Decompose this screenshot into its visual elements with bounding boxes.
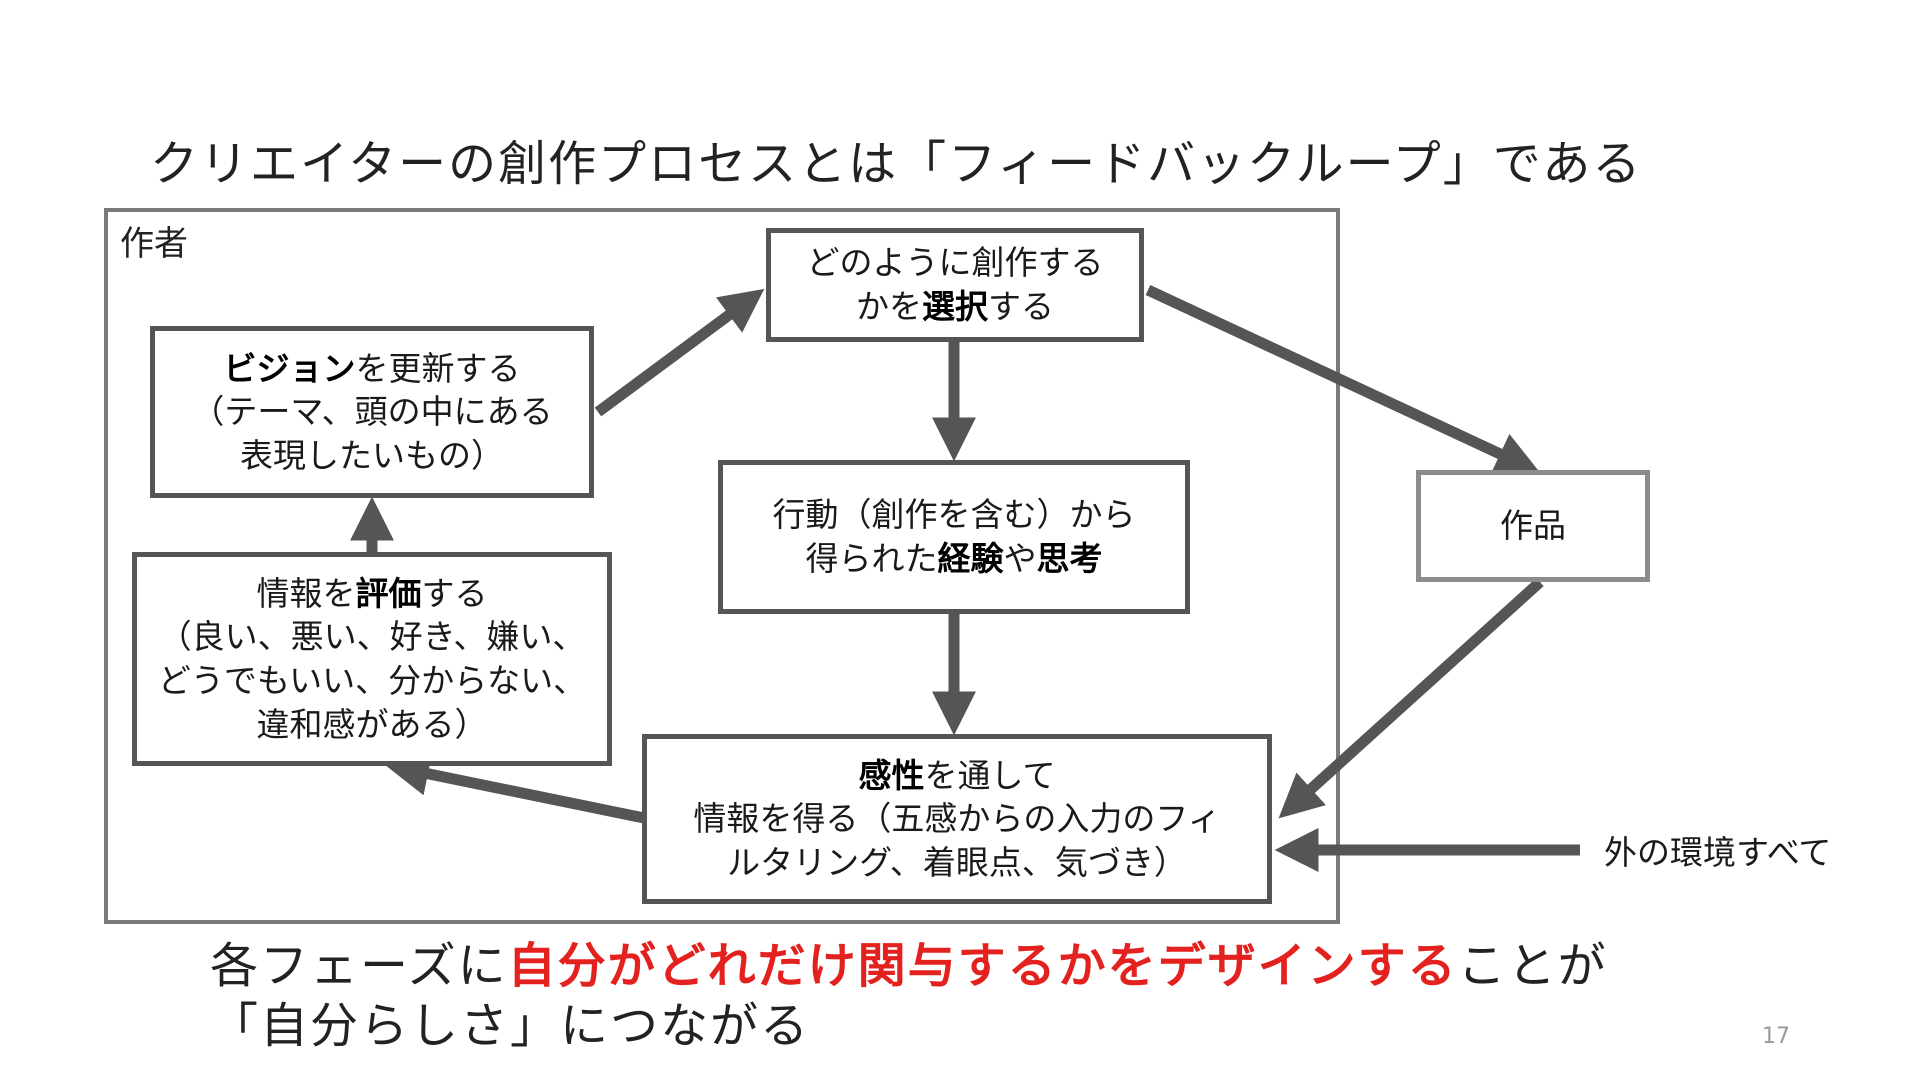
choose-line1: どのように創作する [806, 243, 1104, 283]
vision-line1-b: を更新する [355, 348, 521, 388]
action-keyword-thought: 思考 [1036, 539, 1103, 578]
page-number: 17 [1762, 1024, 1790, 1049]
footer-message: 各フェーズに自分がどれだけ関与するかをデザインすることが 「自分らしさ」につなが… [210, 936, 1608, 1056]
vision-line3: 表現したいもの） [240, 435, 504, 475]
vision-keyword: ビジョン [223, 348, 356, 388]
arrow-choose-to-work [1145, 285, 1540, 474]
choose-line2-a: かを [856, 287, 922, 326]
action-keyword-experience: 経験 [937, 539, 1004, 578]
footer-line1-b: ことが [1457, 938, 1608, 994]
sense-line1-b: を通して [924, 755, 1056, 795]
work-label: 作品 [1500, 506, 1566, 546]
author-label: 作者 [120, 224, 188, 264]
footer-line2: 「自分らしさ」につながる [210, 998, 811, 1054]
action-box: 行動（創作を含む）から 得られた経験や思考 [718, 460, 1190, 614]
evaluate-line4: 違和感がある） [256, 704, 488, 744]
sense-line3: ルタリング、着眼点、気づき） [727, 842, 1187, 882]
action-line2-c: や [1003, 539, 1037, 578]
evaluate-line1-a: 情報を [256, 573, 356, 613]
evaluate-line3: どうでもいい、分からない、 [157, 661, 587, 700]
evaluate-line2: （良い、悪い、好き、嫌い、 [158, 617, 586, 657]
sense-line2: 情報を得る（五感からの入力のフィ [693, 799, 1221, 839]
author-frame [104, 208, 1340, 924]
evaluate-box: 情報を評価する （良い、悪い、好き、嫌い、 どうでもいい、分からない、 違和感が… [132, 552, 612, 766]
choose-keyword: 選択 [922, 287, 988, 326]
vision-box: ビジョンを更新する （テーマ、頭の中にある 表現したいもの） [150, 326, 594, 498]
footer-line1-a: 各フェーズに [210, 938, 508, 994]
arrow-work-to-sense [1278, 577, 1544, 819]
slide-title: クリエイターの創作プロセスとは「フィードバックループ」である [150, 136, 1643, 192]
action-line1: 行動（創作を含む）から [772, 495, 1136, 535]
sense-box: 感性を通して 情報を得る（五感からの入力のフィ ルタリング、着眼点、気づき） [642, 734, 1272, 904]
footer-line1: 各フェーズに自分がどれだけ関与するかをデザインすることが [210, 936, 1608, 996]
environment-label: 外の環境すべて [1604, 833, 1832, 872]
action-line2-a: 得られた [805, 539, 938, 578]
work-box: 作品 [1416, 470, 1650, 582]
footer-emphasis: 自分がどれだけ関与するかをデザインする [507, 938, 1458, 994]
choose-box: どのように創作する かを選択する [766, 228, 1144, 342]
evaluate-line1-c: する [421, 573, 488, 613]
sense-keyword: 感性 [858, 755, 925, 795]
arrow-vision-to-choose [594, 288, 765, 417]
choose-line2-c: する [988, 287, 1054, 326]
vision-line2: （テーマ、頭の中にある [191, 392, 553, 432]
evaluate-keyword: 評価 [355, 573, 422, 613]
arrow-sense-to-evaluate [384, 752, 646, 824]
